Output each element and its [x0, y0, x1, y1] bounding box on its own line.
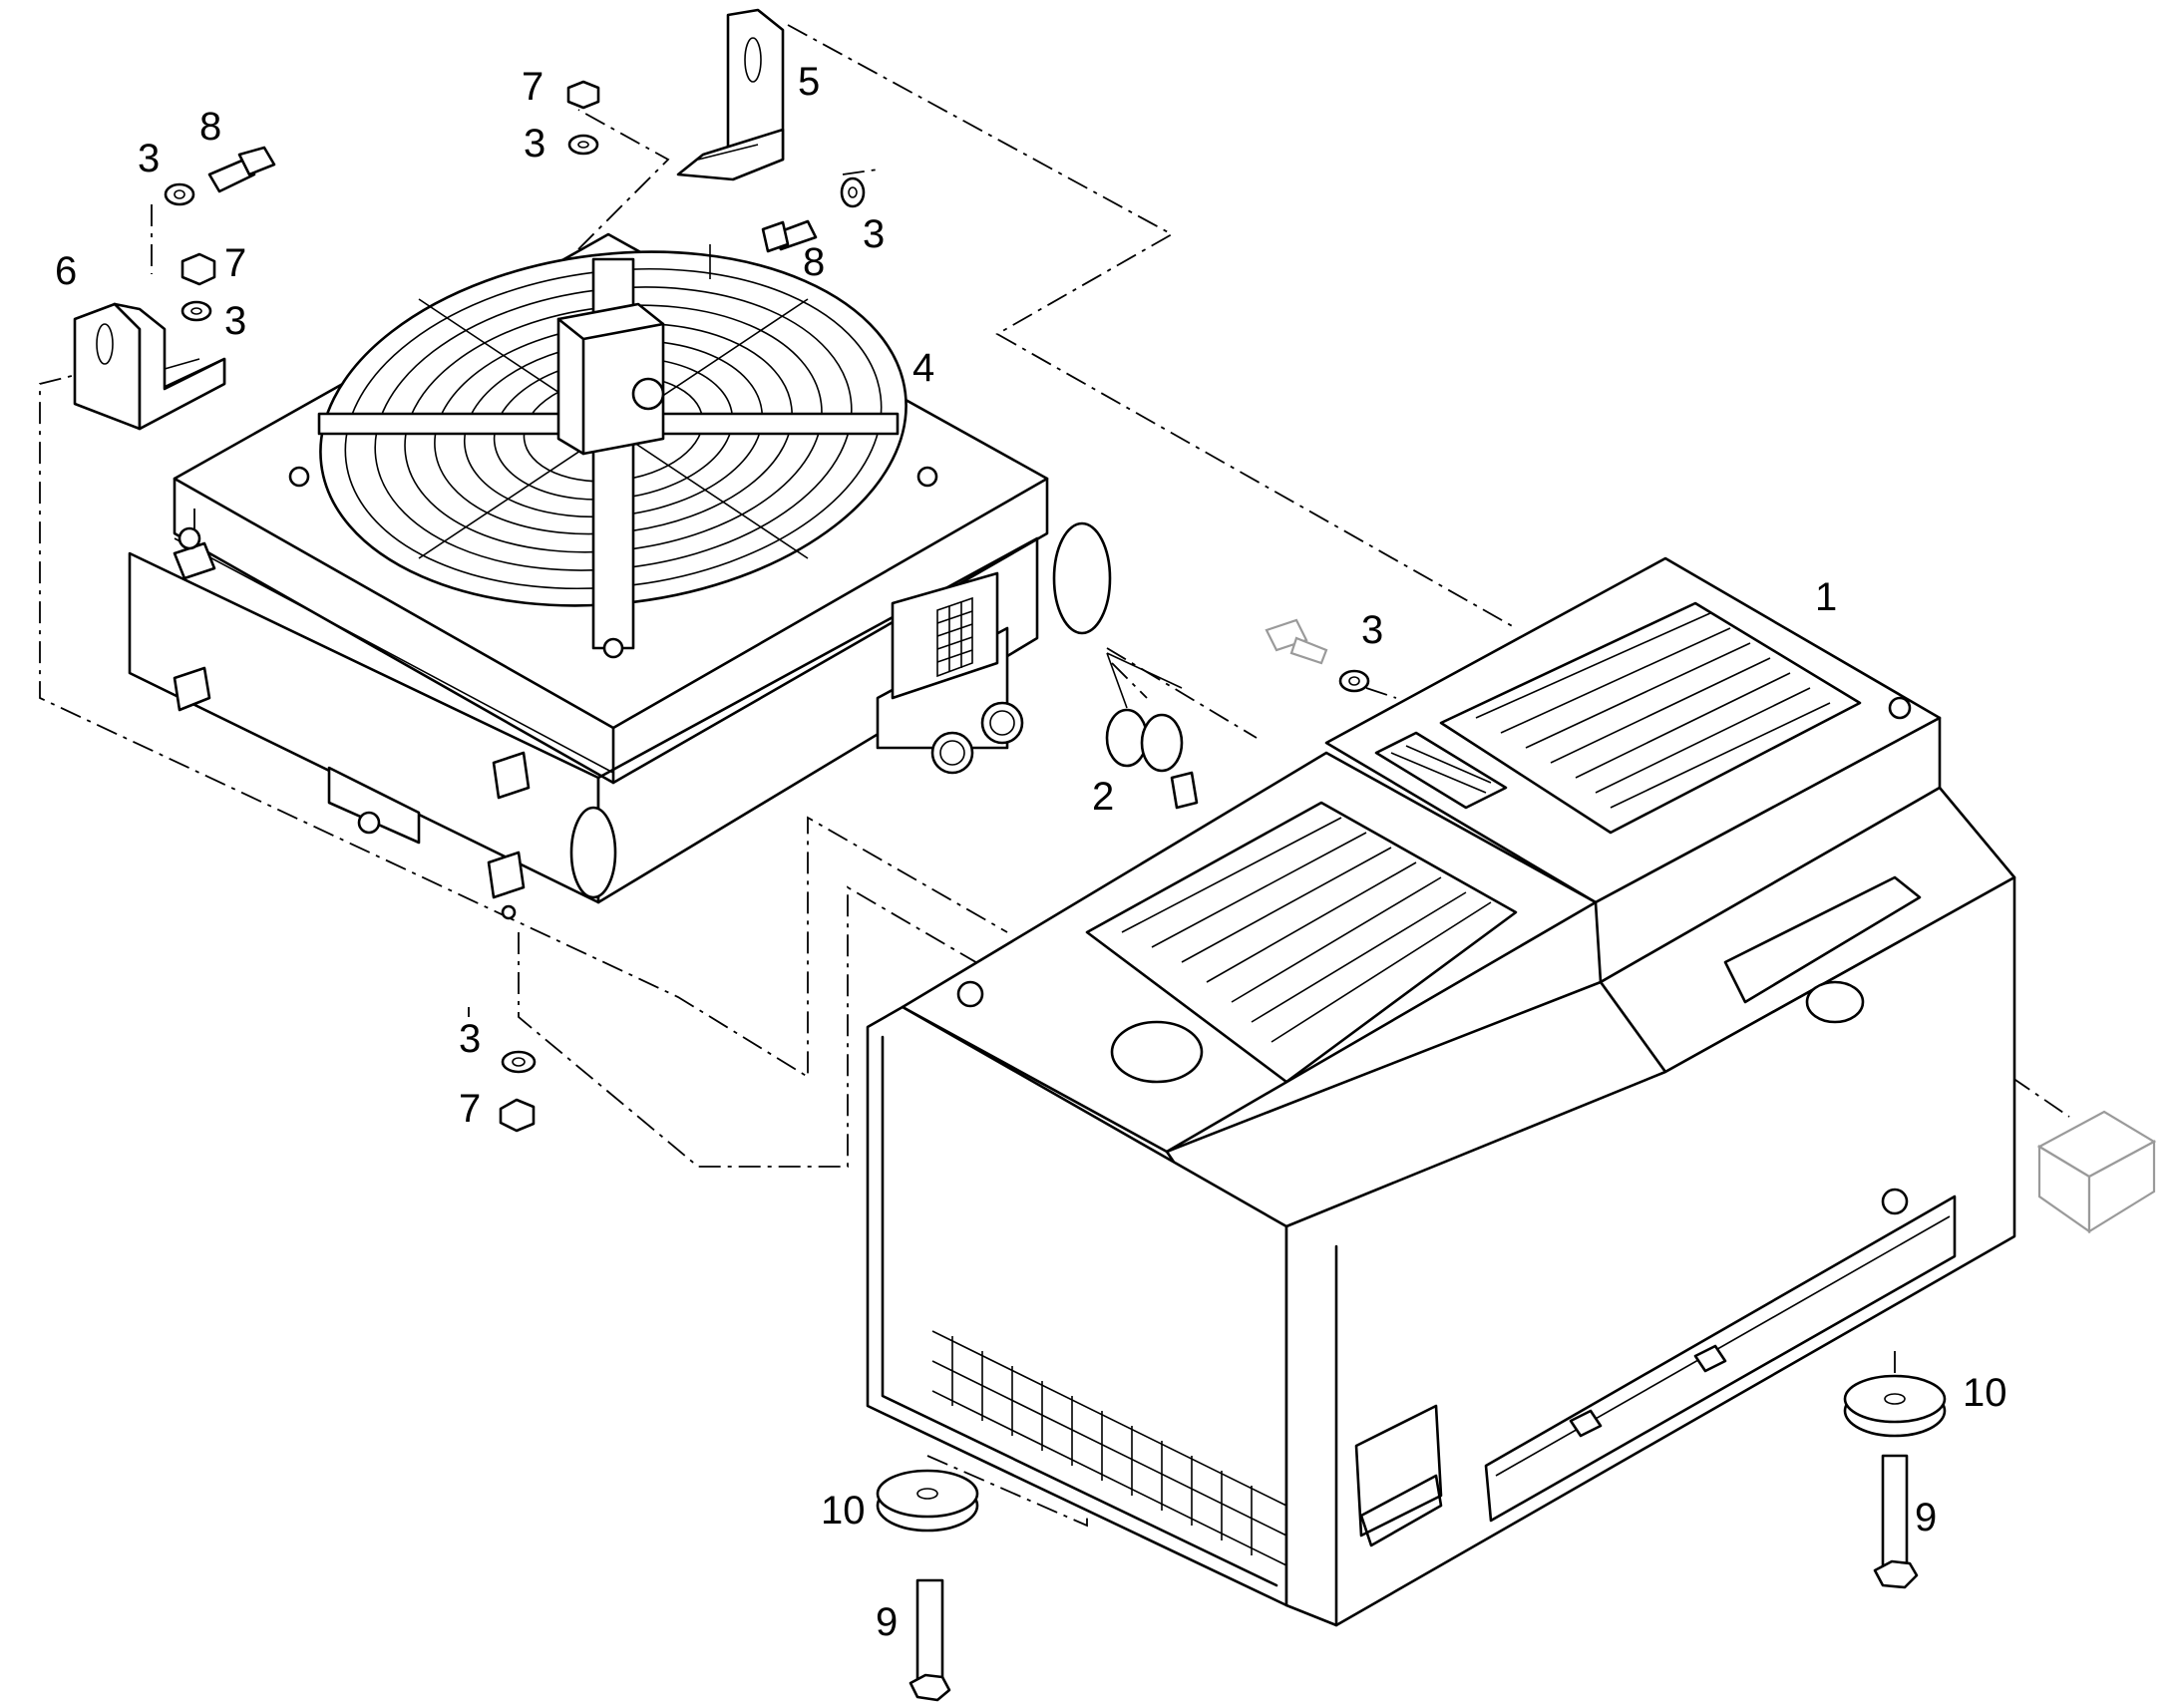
mounting-bracket-5 [676, 8, 785, 181]
callout-9: 9 [1915, 1496, 1937, 1539]
callout-3: 3 [224, 299, 246, 343]
callout-3: 3 [459, 1017, 481, 1061]
top-grille-front [1085, 801, 1518, 1084]
assembly-lines [39, 24, 2070, 1528]
top-grille-rear [1439, 601, 1862, 835]
callout-4: 4 [912, 346, 934, 390]
callout-7: 7 [224, 241, 246, 285]
callout-3: 3 [524, 122, 545, 166]
front-lower-grille [931, 1330, 1287, 1566]
callout-10: 10 [821, 1489, 866, 1533]
mounting-bracket-6 [73, 302, 226, 431]
callout-8: 8 [803, 240, 825, 284]
callout-10: 10 [1963, 1371, 2007, 1415]
fan-motor [556, 302, 665, 456]
callout-8: 8 [199, 105, 221, 149]
hose-clamp-2 [1105, 652, 1199, 810]
callout-5: 5 [798, 60, 820, 104]
callout-3: 3 [1361, 608, 1383, 652]
callout-9: 9 [876, 1600, 898, 1644]
callout-2: 2 [1092, 775, 1114, 819]
callout-1: 1 [1815, 575, 1837, 619]
radiator-fan-unit [128, 232, 1112, 920]
fasteners [164, 80, 1370, 1133]
rubber-mounts-and-studs [876, 1374, 1947, 1702]
callout-labels: 1 2 3 3 3 3 3 3 4 5 6 7 7 7 8 8 9 9 10 1… [55, 60, 2007, 1644]
callout-3: 3 [138, 137, 160, 180]
callout-3: 3 [863, 212, 885, 256]
callout-6: 6 [55, 249, 77, 293]
reference-cube [2036, 1110, 2157, 1234]
enclosure-housing-1 [866, 556, 2016, 1627]
hose-fittings [930, 701, 1024, 775]
callout-7: 7 [459, 1087, 481, 1131]
callout-7: 7 [522, 65, 544, 109]
control-box [891, 571, 999, 700]
